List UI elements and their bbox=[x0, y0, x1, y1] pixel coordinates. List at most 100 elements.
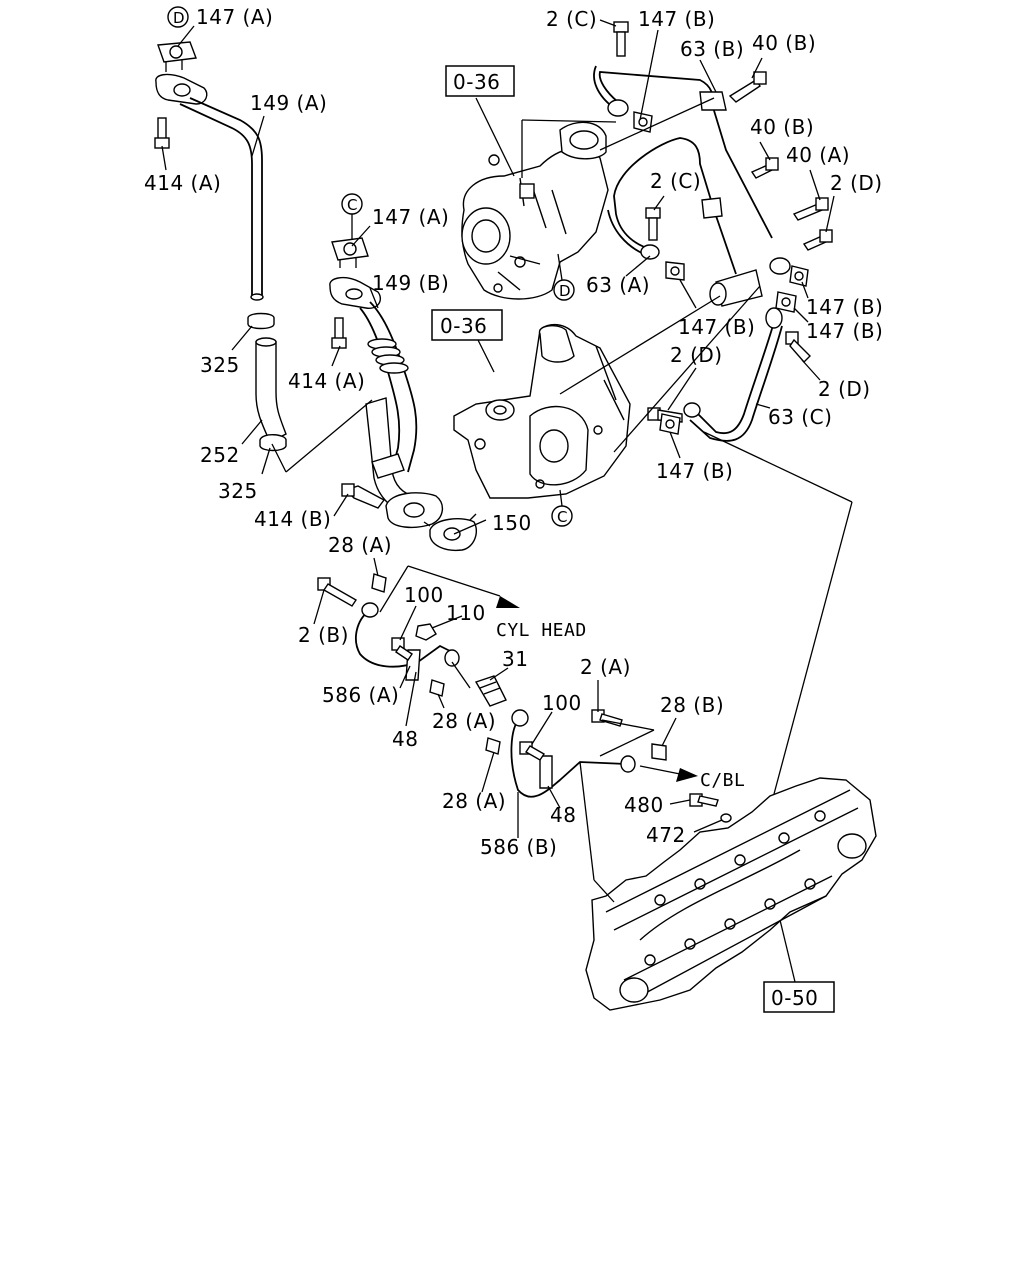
label-586b: 586 (B) bbox=[480, 835, 557, 859]
gasket-147b-right-1 bbox=[789, 265, 809, 287]
flange-149b-lower bbox=[385, 492, 443, 529]
svg-text:D: D bbox=[559, 282, 571, 300]
label-100-b: 100 bbox=[542, 691, 582, 715]
banjo-63b-end bbox=[769, 257, 791, 275]
bolt-100-b bbox=[519, 741, 545, 761]
bolt-414a-top bbox=[154, 117, 170, 149]
oil-return-pipe-149b-group bbox=[329, 237, 478, 552]
union-31 bbox=[474, 675, 507, 707]
pipe-63a bbox=[613, 137, 737, 275]
label-2b: 2 (B) bbox=[298, 623, 349, 647]
label-147b-low: 147 (B) bbox=[656, 459, 733, 483]
gasket-147b-mid bbox=[665, 261, 685, 281]
ref-0-50-text: 0-50 bbox=[771, 986, 818, 1010]
label-147b-top: 147 (B) bbox=[638, 7, 715, 31]
gasket-28a-low bbox=[485, 737, 501, 755]
label-28a-top: 28 (A) bbox=[328, 533, 392, 557]
label-31: 31 bbox=[502, 647, 528, 671]
coolant-pipes-586 bbox=[355, 602, 636, 798]
leader-lines bbox=[161, 19, 835, 987]
svg-text:D: D bbox=[173, 9, 185, 27]
label-40b-mid: 40 (B) bbox=[750, 115, 814, 139]
bolt-2c-top bbox=[613, 21, 629, 57]
label-147a-top: 147 (A) bbox=[196, 5, 273, 29]
label-586a: 586 (A) bbox=[322, 683, 399, 707]
label-28b: 28 (B) bbox=[660, 693, 724, 717]
banjo-63b-block bbox=[699, 91, 727, 111]
flange-149b bbox=[329, 276, 382, 309]
label-149b: 149 (B) bbox=[372, 271, 449, 295]
label-147b-right-2: 147 (B) bbox=[806, 319, 883, 343]
arrow-to-cyl-head bbox=[496, 596, 520, 608]
label-63a: 63 (A) bbox=[586, 273, 650, 297]
label-63b: 63 (B) bbox=[680, 37, 744, 61]
label-48-a: 48 bbox=[392, 727, 418, 751]
gasket-147a-mid bbox=[331, 237, 369, 261]
bellows-149b bbox=[367, 338, 409, 374]
ref-box-0-36-mid: 0-36 bbox=[431, 309, 503, 341]
bolt-40b-mid bbox=[750, 157, 779, 179]
label-40b-top: 40 (B) bbox=[752, 31, 816, 55]
part-labels: 147 (A) 149 (A) 414 (A) 147 (A) 149 (B) … bbox=[144, 5, 883, 859]
gasket-28a-mid bbox=[429, 679, 445, 697]
label-48-b: 48 bbox=[550, 803, 576, 827]
gasket-147a-top bbox=[157, 41, 197, 63]
label-2d-top: 2 (D) bbox=[830, 171, 883, 195]
label-28a-low: 28 (A) bbox=[442, 789, 506, 813]
banjo-63b-top bbox=[607, 99, 629, 117]
gasket-28a-top bbox=[371, 573, 387, 593]
label-147b-right-1: 147 (B) bbox=[806, 295, 883, 319]
label-149a: 149 (A) bbox=[250, 91, 327, 115]
nut-110 bbox=[415, 623, 437, 641]
label-28a-mid: 28 (A) bbox=[432, 709, 496, 733]
gasket-147b-low bbox=[659, 413, 681, 435]
label-2c-mid: 2 (C) bbox=[650, 169, 701, 193]
label-414a-mid: 414 (A) bbox=[288, 369, 365, 393]
label-2c-top: 2 (C) bbox=[546, 7, 597, 31]
gasket-28b bbox=[651, 743, 667, 761]
marker-d-top: D bbox=[167, 6, 189, 28]
bolt-40b-top bbox=[728, 71, 767, 103]
label-472: 472 bbox=[646, 823, 686, 847]
label-252: 252 bbox=[200, 443, 240, 467]
marker-d-turbo: D bbox=[553, 253, 575, 301]
svg-text:C: C bbox=[347, 196, 358, 214]
gasket-150 bbox=[429, 518, 478, 552]
label-2d-mid: 2 (D) bbox=[670, 343, 723, 367]
bolt-480 bbox=[689, 793, 719, 807]
bolt-414a-mid bbox=[331, 317, 347, 349]
label-cyl-head: CYL HEAD bbox=[496, 620, 587, 641]
ref-0-36-top-text: 0-36 bbox=[453, 70, 500, 94]
pipe-63c bbox=[695, 321, 775, 435]
bolt-100-a bbox=[391, 637, 413, 661]
label-325-top: 325 bbox=[200, 353, 240, 377]
washer-472 bbox=[720, 813, 732, 823]
pipe-586b bbox=[510, 717, 627, 798]
label-63c: 63 (C) bbox=[768, 405, 832, 429]
label-414a-top: 414 (A) bbox=[144, 171, 221, 195]
label-2a: 2 (A) bbox=[580, 655, 631, 679]
exhaust-manifold-ref-0-36 bbox=[453, 323, 631, 499]
arrow-to-cbl bbox=[676, 768, 698, 782]
label-150: 150 bbox=[492, 511, 532, 535]
marker-c-mid: C bbox=[341, 193, 363, 240]
reference-lines bbox=[271, 97, 853, 903]
label-325-bottom: 325 bbox=[218, 479, 258, 503]
marker-c-low: C bbox=[551, 489, 573, 527]
label-cbl: C/BL bbox=[700, 770, 745, 791]
label-414b: 414 (B) bbox=[254, 507, 331, 531]
gasket-147b-right-2 bbox=[775, 291, 797, 313]
label-480: 480 bbox=[624, 793, 664, 817]
bolt-2d-mid bbox=[785, 331, 811, 364]
gasket-147b-top bbox=[633, 111, 653, 133]
hose-clamp-325-bottom bbox=[259, 434, 287, 452]
label-110: 110 bbox=[446, 601, 486, 625]
label-100-a: 100 bbox=[404, 583, 444, 607]
bolt-2c-mid bbox=[645, 207, 661, 241]
label-2d-low: 2 (D) bbox=[818, 377, 871, 401]
ref-box-0-36-top: 0-36 bbox=[445, 65, 515, 97]
ref-0-36-mid-text: 0-36 bbox=[440, 314, 487, 338]
label-40a: 40 (A) bbox=[786, 143, 850, 167]
turbocharger-ref-0-36 bbox=[461, 119, 617, 300]
